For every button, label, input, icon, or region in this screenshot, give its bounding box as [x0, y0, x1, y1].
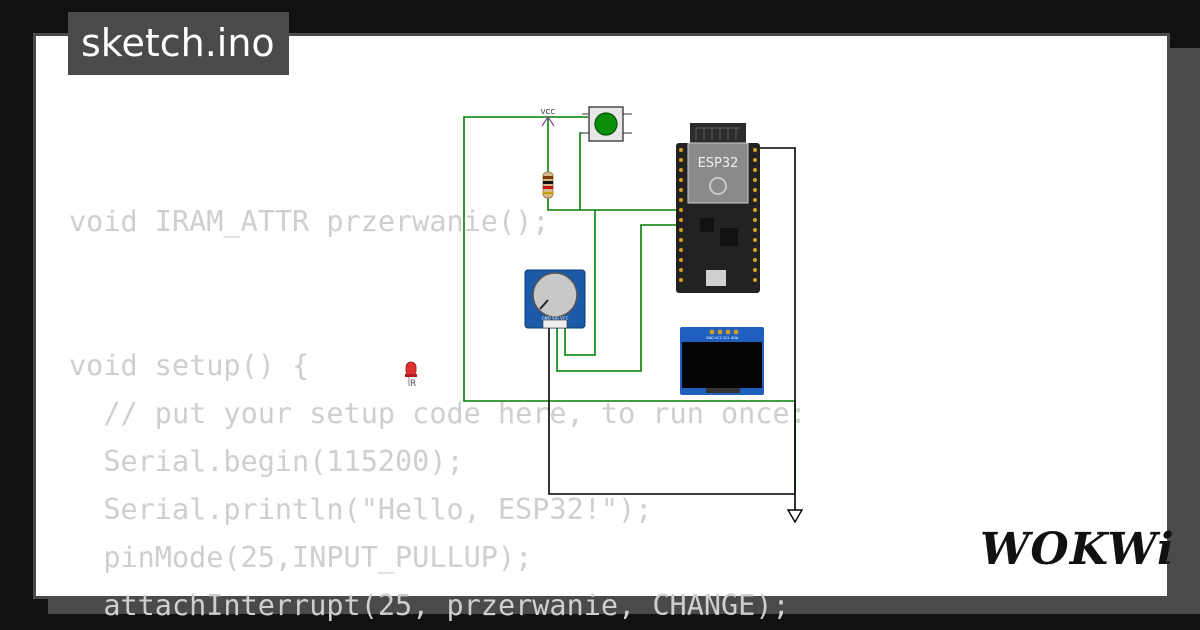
- oled-pin: [725, 329, 731, 335]
- chip: [700, 218, 714, 232]
- oled-screen: [682, 342, 762, 388]
- usb-port-icon: [706, 270, 726, 286]
- code-line: void IRAM_ATTR przerwanie();: [69, 205, 550, 238]
- pot-indicator-icon: [539, 299, 549, 310]
- led-body: [405, 361, 417, 377]
- file-tab-title[interactable]: sketch.ino: [68, 12, 289, 75]
- wokwi-logo: WOKWi: [980, 524, 1175, 575]
- code-line: attachInterrupt(25, przerwanie, CHANGE);: [69, 589, 790, 622]
- code-line: Serial.begin(115200);: [69, 445, 464, 478]
- esp32-pins-right: [753, 148, 757, 282]
- oled-pin: [733, 329, 739, 335]
- button-cap[interactable]: [594, 112, 618, 136]
- resistor[interactable]: [542, 171, 554, 199]
- ground-icon: [786, 509, 804, 524]
- potentiometer[interactable]: GND SIG VCC: [524, 269, 586, 329]
- wire-pot-vcc: [556, 224, 676, 372]
- esp32-label: ESP32: [698, 156, 739, 171]
- wire-resistor-esp: [547, 198, 676, 211]
- code-line: // put your setup code here, to run once…: [69, 397, 807, 430]
- esp32-antenna: [690, 123, 746, 145]
- esp32-board[interactable]: ESP32: [676, 123, 760, 293]
- oled-ribbon: [706, 388, 740, 393]
- pot-pin-labels: GND SIG VCC: [542, 316, 569, 321]
- code-line: pinMode(25,INPUT_PULLUP);: [69, 541, 533, 574]
- vcc-label: VCC: [541, 108, 556, 116]
- push-button[interactable]: [582, 106, 632, 142]
- oled-pin: [709, 329, 715, 335]
- vcc-arrow-icon: [541, 115, 555, 127]
- chip: [720, 228, 738, 246]
- led-base: [405, 374, 417, 377]
- led-label: R: [410, 379, 416, 389]
- code-editor: void IRAM_ATTR przerwanie(); void setup()…: [69, 198, 807, 630]
- resistor-band: [543, 176, 553, 179]
- code-line: void setup() {: [69, 349, 310, 382]
- resistor-band: [543, 186, 553, 189]
- resistor-band: [543, 192, 553, 194]
- vcc-symbol: VCC: [541, 108, 556, 127]
- resistor-body: [542, 171, 554, 199]
- code-line: Serial.println("Hello, ESP32!");: [69, 493, 653, 526]
- black-wires: [548, 147, 796, 510]
- wire-pot-gnd: [548, 324, 795, 495]
- wire-esp-gnd: [757, 147, 796, 510]
- oled-pin: [717, 329, 723, 335]
- pot-header: [542, 319, 568, 329]
- antenna-trace-icon: [695, 127, 740, 140]
- esp32-pins-left: [679, 148, 683, 282]
- oled-pin-labels: GND VCC SCL SDA: [706, 336, 739, 340]
- red-led[interactable]: R: [405, 361, 417, 389]
- espressif-logo-icon: [709, 177, 727, 195]
- pot-knob[interactable]: [532, 272, 578, 318]
- wire-pot-sig: [564, 210, 596, 356]
- resistor-band: [543, 181, 553, 184]
- oled-display[interactable]: GND VCC SCL SDA: [680, 327, 764, 395]
- wire-button-esp: [579, 132, 595, 210]
